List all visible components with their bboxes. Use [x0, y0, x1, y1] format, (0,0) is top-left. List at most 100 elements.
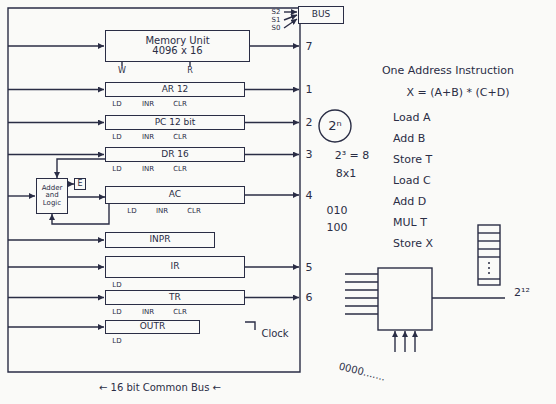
- bus-output-wire: [245, 122, 299, 123]
- bus-output-wire: [245, 194, 299, 195]
- callout-number: 2: [306, 117, 313, 128]
- bus-input-wire: [8, 89, 104, 90]
- control-signal: LD: [112, 166, 121, 173]
- multiplexer-symbol: [378, 268, 432, 330]
- register-box: PC 12 bit: [105, 115, 245, 130]
- control-signal: LD: [127, 208, 136, 215]
- note-text: 100: [327, 222, 348, 233]
- control-signal: R: [187, 67, 193, 75]
- register-box: IR: [105, 256, 245, 278]
- data-path-arrow: [68, 196, 105, 197]
- circled-note: 2ⁿ: [318, 109, 352, 143]
- callout-number: 5: [306, 262, 313, 273]
- control-signal: CLR: [187, 208, 201, 215]
- instruction-line: Load A: [393, 112, 430, 123]
- select-line: [284, 15, 297, 20]
- bus-output-wire: [245, 154, 299, 155]
- common-bus-frame: [8, 8, 300, 372]
- control-signal: LD: [112, 134, 121, 141]
- data-path-arrow: [52, 204, 109, 224]
- bus-input-wire: [8, 239, 104, 240]
- bus-input-wire: [8, 297, 104, 298]
- control-signal: CLR: [173, 309, 187, 316]
- control-signal: LD: [112, 309, 121, 316]
- bus-output-wire: [245, 89, 299, 90]
- note-text: Clock: [261, 329, 288, 339]
- bus-output-wire: [250, 45, 299, 46]
- control-signal: CLR: [173, 134, 187, 141]
- box-label: BUS: [312, 10, 330, 19]
- instruction-line: Add D: [393, 196, 426, 207]
- bus-input-wire: [8, 195, 35, 196]
- box-label: Memory Unit: [145, 36, 209, 47]
- select-line: [284, 19, 297, 28]
- ellipsis-dot: [488, 267, 490, 269]
- select-line: [284, 11, 297, 12]
- bus-box: BUS: [298, 6, 344, 24]
- register-box: OUTR: [105, 320, 200, 334]
- box-label: 4096 x 16: [152, 46, 202, 57]
- data-path-arrow: [57, 159, 105, 178]
- box-label: DR 16: [161, 150, 189, 159]
- control-tick: [121, 62, 122, 66]
- mux-output-line: [432, 297, 505, 298]
- box-label: PC 12 bit: [155, 118, 196, 127]
- memory-word-line: [478, 256, 500, 257]
- mux-input-line: [345, 281, 378, 282]
- control-signal: INR: [142, 166, 154, 173]
- select-signal: S2: [272, 9, 281, 16]
- note-text: X = (A+B) * (C+D): [406, 87, 509, 98]
- memory-word-line: [478, 248, 500, 249]
- bus-input-wire: [8, 45, 104, 46]
- box-label: INPR: [149, 235, 170, 244]
- note-text: 0000.......: [338, 361, 387, 382]
- box-label: Adder and Logic: [37, 185, 67, 207]
- instruction-line: MUL T: [393, 217, 427, 228]
- box-label: E: [77, 180, 82, 188]
- bus-input-wire: [8, 326, 104, 327]
- data-path-arrow: [68, 183, 74, 184]
- register-box: AR 12: [105, 82, 245, 97]
- box-label: OUTR: [140, 322, 165, 331]
- memory-word-line: [478, 278, 500, 279]
- bus-output-wire: [245, 297, 299, 298]
- box-label: IR: [171, 262, 180, 271]
- circle-outline: [319, 110, 351, 142]
- control-signal: CLR: [173, 166, 187, 173]
- control-signal: INR: [142, 101, 154, 108]
- mux-input-line: [345, 313, 378, 314]
- memory-word-line: [478, 240, 500, 241]
- memory-word-line: [478, 232, 500, 233]
- control-signal: LD: [112, 282, 121, 289]
- ellipsis-dot: [488, 262, 490, 264]
- instruction-line: Load C: [393, 175, 431, 186]
- register-box: INPR: [105, 232, 215, 248]
- callout-number: 3: [306, 149, 313, 160]
- note-text: ← 16 bit Common Bus ←: [99, 383, 221, 393]
- control-signal: W: [118, 67, 126, 75]
- memory-box: Memory Unit4096 x 16: [105, 30, 250, 62]
- bus-input-wire: [8, 266, 104, 267]
- alu-box: Adder and Logic: [36, 178, 68, 214]
- box-label: TR: [169, 293, 181, 302]
- box-label: 2ⁿ: [328, 119, 341, 133]
- select-signal: S0: [272, 25, 281, 32]
- bus-output-wire: [245, 266, 299, 267]
- mux-input-line: [345, 273, 378, 274]
- note-text: 010: [327, 205, 348, 216]
- control-tick: [189, 62, 190, 66]
- mux-select-line: [404, 331, 405, 352]
- mux-input-line: [345, 297, 378, 298]
- callout-number: 6: [306, 292, 313, 303]
- register-box: TR: [105, 290, 245, 305]
- note-text: 8x1: [336, 168, 357, 179]
- instruction-line: Store X: [393, 238, 433, 249]
- bus-input-wire: [8, 122, 104, 123]
- instruction-line: Add B: [393, 133, 425, 144]
- note-text: 2³ = 8: [335, 150, 370, 161]
- mux-select-line: [414, 331, 415, 352]
- flag-box: E: [74, 178, 86, 190]
- control-signal: LD: [112, 101, 121, 108]
- note-text: One Address Instruction: [382, 65, 514, 76]
